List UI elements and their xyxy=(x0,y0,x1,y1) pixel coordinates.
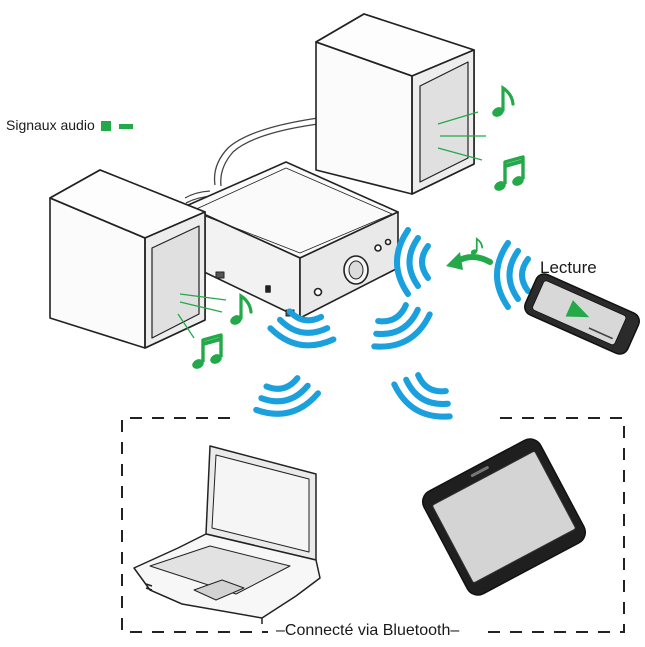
audio-signals-label: Signaux audio xyxy=(6,117,133,133)
bluetooth-wave-icon xyxy=(389,367,460,426)
double-music-note-icon xyxy=(188,333,226,373)
audio-signal-lines-right xyxy=(437,111,486,161)
music-note-icon xyxy=(470,237,484,255)
smartphone-playing xyxy=(524,273,640,355)
connected-via-bluetooth-label: –Connecté via Bluetooth– xyxy=(274,622,462,640)
legend-green-square xyxy=(100,121,111,132)
legend-green-dash xyxy=(118,123,133,129)
amplifier xyxy=(185,161,399,319)
bluetooth-wave-icon xyxy=(497,243,528,307)
music-note-icon xyxy=(489,86,515,121)
audio-signal-lines-left xyxy=(177,293,227,339)
bluetooth-wave-icon xyxy=(397,230,428,294)
double-music-note-icon xyxy=(490,155,528,195)
bluetooth-wave-icon xyxy=(364,297,435,356)
laptop xyxy=(133,445,321,624)
music-note-icon xyxy=(227,294,253,329)
speaker-cable xyxy=(184,117,319,204)
play-icon xyxy=(565,300,590,318)
signal-arrow xyxy=(446,252,493,270)
speaker-right xyxy=(315,13,475,195)
connected-devices-box xyxy=(121,417,625,633)
bluetooth-wave-icon xyxy=(251,374,321,421)
playback-label: Lecture xyxy=(540,258,597,277)
tablet xyxy=(421,438,587,596)
audio-signals-text: Signaux audio xyxy=(6,117,95,133)
connected-via-text: Connecté via Bluetooth xyxy=(284,622,451,639)
speaker-left xyxy=(49,169,206,349)
